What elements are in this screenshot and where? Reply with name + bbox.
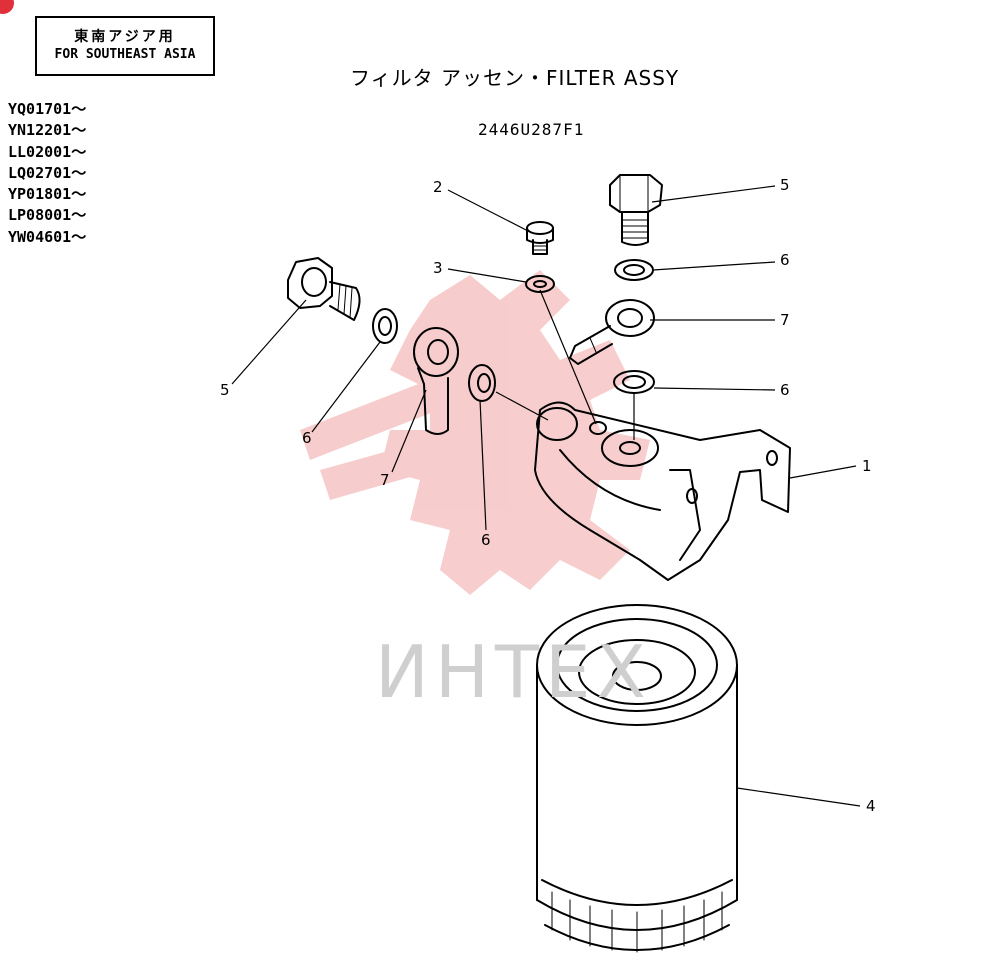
callout-5-left: 5 — [220, 381, 230, 399]
callout-5-right: 5 — [780, 176, 790, 194]
serial-list: YQ01701～ YN12201～ LL02001～ LQ02701～ YP01… — [8, 99, 86, 248]
callout-4: 4 — [866, 797, 876, 815]
leader-lines — [231, 185, 861, 807]
part-number: 2446U287F1 — [478, 120, 585, 139]
serial-item: YQ01701～ — [8, 100, 87, 118]
diagram-title: フィルタ アッセン・FILTER ASSY — [350, 66, 680, 90]
callout-6-left: 6 — [302, 429, 312, 447]
corner-mark — [0, 0, 14, 14]
serial-item: LQ02701～ — [8, 163, 87, 182]
watermark-text: ИНТЕХ — [375, 630, 652, 714]
region-label-en: FOR SOUTHEAST ASIA — [54, 47, 196, 62]
serial-item: YN12201～ — [8, 121, 87, 140]
washer-part-6-upper-right — [614, 259, 654, 281]
callout-2: 2 — [433, 178, 443, 196]
region-box: 東南アジア用 FOR SOUTHEAST ASIA — [35, 16, 215, 76]
callout-7-left: 7 — [380, 471, 390, 489]
fitting-part-7-left — [413, 327, 459, 435]
callout-6-middle: 6 — [481, 531, 491, 549]
bolt-part-5-left — [287, 257, 361, 321]
region-label-jp: 東南アジア用 — [74, 29, 176, 45]
plug-part-2 — [526, 221, 554, 255]
serial-item: YP01801～ — [8, 185, 87, 204]
serial-item: LL02001～ — [8, 142, 87, 161]
callout-1: 1 — [862, 457, 872, 475]
callout-6-lower-right: 6 — [780, 381, 790, 399]
serial-item: LP08001～ — [8, 206, 87, 225]
callout-6-upper-right: 6 — [780, 251, 790, 269]
washer-part-6-left — [372, 308, 398, 344]
serial-item: YW04601～ — [8, 227, 87, 246]
washer-part-6-middle — [468, 364, 496, 402]
filter-head-part-1 — [534, 401, 791, 581]
fitting-part-7-right — [569, 299, 655, 365]
callout-7-right: 7 — [780, 311, 790, 329]
bolt-part-5-right — [609, 174, 663, 246]
washer-part-3 — [525, 275, 555, 293]
callout-3: 3 — [433, 259, 443, 277]
filter-cartridge-part-4 — [536, 604, 738, 953]
